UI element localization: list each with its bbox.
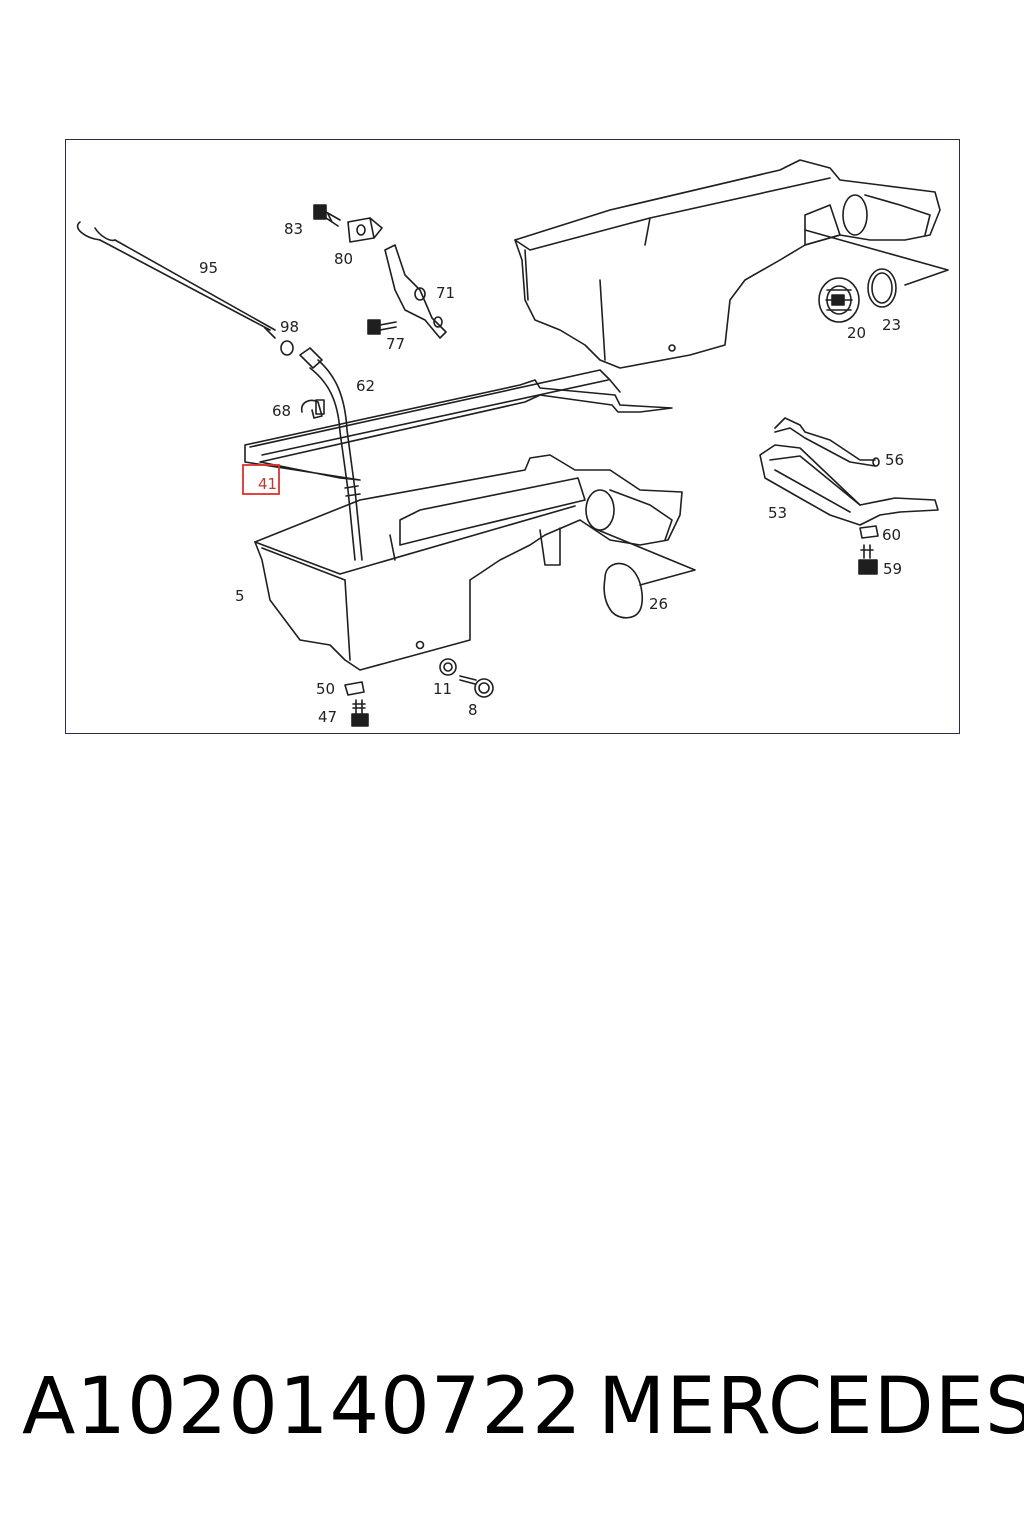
callout-41[interactable]: 41 [258,475,277,493]
callout-95: 95 [199,259,218,277]
callout-59: 59 [883,560,902,578]
part-number: A1020140722 [22,1362,583,1452]
bolt-47 [351,699,369,727]
bolt-77 [367,319,397,335]
clip-68 [300,399,325,419]
washer-11 [439,658,457,676]
upper-oil-pan [514,159,949,369]
callout-20: 20 [847,324,866,342]
callout-60: 60 [882,526,901,544]
footer-caption: A1020140722 MERCEDES [0,1362,1024,1472]
dipstick-guide-tube [299,347,363,561]
callout-53: 53 [768,504,787,522]
lower-oil-pan [254,454,696,671]
shield-53 [759,444,939,526]
drain-plug [818,277,860,323]
highlight-box-41 [242,464,280,495]
callout-47: 47 [318,708,337,726]
callout-98: 98 [280,318,299,336]
washer-50 [344,681,365,696]
callout-77: 77 [386,335,405,353]
callout-11: 11 [433,680,452,698]
seal-ring-23 [867,268,897,308]
seal-ring-98 [280,340,294,356]
callout-83: 83 [284,220,303,238]
bolt-59 [858,544,878,575]
callout-56: 56 [885,451,904,469]
clamp-80 [347,217,383,243]
callout-26: 26 [649,595,668,613]
callout-71: 71 [436,284,455,302]
callout-62: 62 [356,377,375,395]
callout-50: 50 [316,680,335,698]
oil-pan-gasket [244,369,673,481]
brand-name: MERCEDES [598,1362,1024,1452]
rod-56 [774,417,880,467]
callout-8: 8 [468,701,478,719]
dipstick [76,221,276,339]
callout-68: 68 [272,402,291,420]
callout-5: 5 [235,587,245,605]
washer-60 [859,525,879,539]
cover-26 [603,562,644,619]
callout-80: 80 [334,250,353,268]
diagram-frame [65,139,960,734]
bolt-83 [313,204,341,227]
bracket-71 [384,244,447,339]
callout-23: 23 [882,316,901,334]
bolt-8 [459,675,494,698]
